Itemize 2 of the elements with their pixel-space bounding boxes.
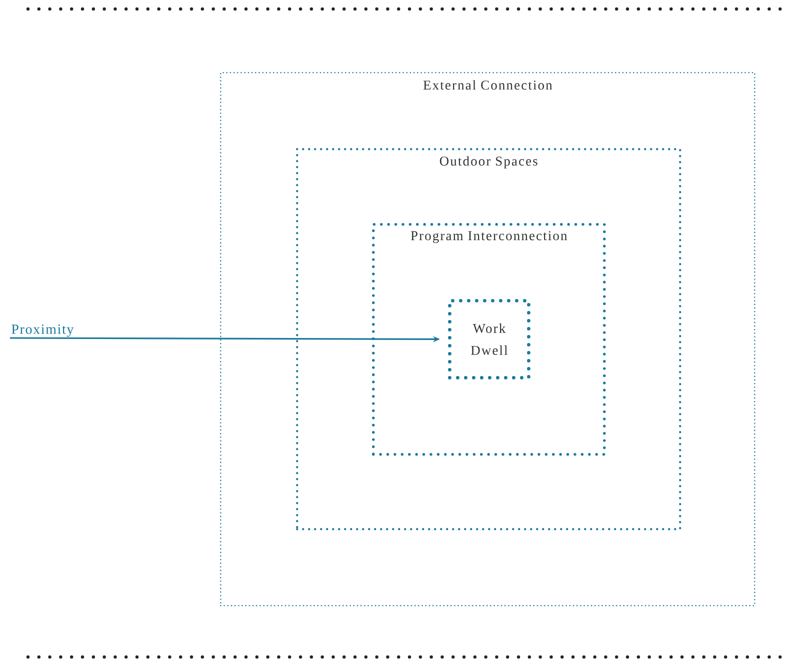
dotted-frame: Work Dwell — [448, 299, 530, 380]
axis-label: Proximity — [12, 324, 74, 337]
